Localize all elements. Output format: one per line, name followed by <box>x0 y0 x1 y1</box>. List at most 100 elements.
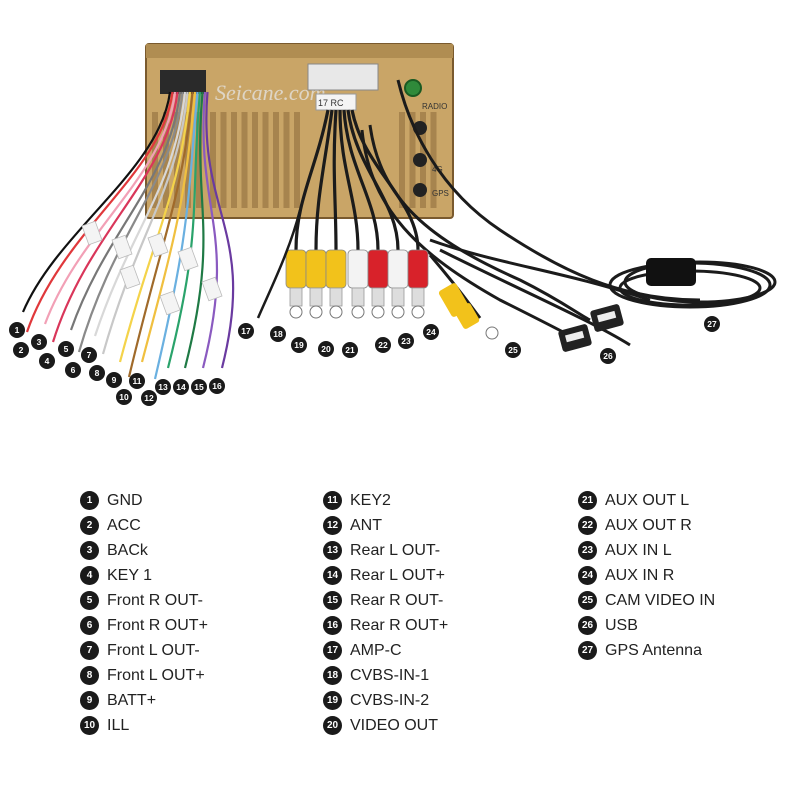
svg-text:14: 14 <box>176 382 186 392</box>
legend-label: Rear R OUT+ <box>350 616 449 634</box>
callout-26: 26 <box>600 348 616 364</box>
harness-wires <box>21 91 235 380</box>
legend-number-badge: 4 <box>80 566 99 585</box>
rca-plug-hole <box>391 305 405 319</box>
rca-plug-hole <box>329 305 343 319</box>
legend-number-badge: 9 <box>80 691 99 710</box>
callout-21: 21 <box>342 342 358 358</box>
legend-number-badge: 6 <box>80 616 99 635</box>
legend-number-badge: 7 <box>80 641 99 660</box>
callout-2: 2 <box>13 342 29 358</box>
legend-number-badge: 5 <box>80 591 99 610</box>
legend-number-badge: 22 <box>578 516 597 535</box>
legend-number-badge: 8 <box>80 666 99 685</box>
legend-label: Front L OUT- <box>107 641 200 659</box>
legend-label: GND <box>107 491 143 509</box>
legend-item: 7 Front L OUT- <box>80 638 208 663</box>
harness-wire-2 <box>25 91 174 333</box>
rca-plug-tip <box>411 287 425 307</box>
legend-label: GPS Antenna <box>605 641 702 659</box>
callout-6: 6 <box>65 362 81 378</box>
harness-wire-5 <box>69 91 182 331</box>
harness-wire-7 <box>93 91 187 337</box>
callout-5: 5 <box>58 341 74 357</box>
legend-number-badge: 15 <box>323 591 342 610</box>
watermark-text: Seicane.com <box>215 80 326 105</box>
legend-label: Rear L OUT+ <box>350 566 445 584</box>
rca-cable-5 <box>342 109 380 251</box>
legend-label: USB <box>605 616 638 634</box>
rca-plug-tip <box>391 287 405 307</box>
harness-wire-14 <box>183 91 205 369</box>
svg-text:12: 12 <box>144 393 154 403</box>
rca-plug-3 <box>325 249 347 289</box>
callout-1: 1 <box>9 322 25 338</box>
rca-plug-1 <box>285 249 307 289</box>
rca-plug-5 <box>367 249 389 289</box>
callout-8: 8 <box>89 365 105 381</box>
legend-label: Front R OUT- <box>107 591 204 609</box>
legend-number-badge: 12 <box>323 516 342 535</box>
wiring-diagram: Seicane.com 17 RC RADIO 4G GPS <box>9 43 777 406</box>
legend-label: BATT+ <box>107 691 157 709</box>
harness-wire-3 <box>43 91 177 325</box>
rca-plug-hole <box>289 305 303 319</box>
legend-number-badge: 25 <box>578 591 597 610</box>
rca-plug-hole <box>351 305 365 319</box>
legend-item: 26 USB <box>578 613 715 638</box>
rca-plug-tip <box>309 287 323 307</box>
legend-label: ILL <box>107 716 130 734</box>
callout-7: 7 <box>81 347 97 363</box>
svg-text:7: 7 <box>87 350 92 360</box>
svg-text:8: 8 <box>95 368 100 378</box>
gps-antenna-socket <box>404 79 422 97</box>
svg-text:1: 1 <box>15 325 20 335</box>
legend-number-badge: 19 <box>323 691 342 710</box>
port-4g <box>413 153 427 167</box>
wire-tag <box>201 276 223 302</box>
legend-item: 5 Front R OUT- <box>80 588 208 613</box>
rca-cable-7 <box>350 109 420 251</box>
svg-text:4: 4 <box>45 356 50 366</box>
svg-text:5: 5 <box>64 344 69 354</box>
callout-20: 20 <box>318 341 334 357</box>
harness-wire-15 <box>201 91 219 369</box>
legend-number-badge: 26 <box>578 616 597 635</box>
harness-wire-13 <box>166 91 202 369</box>
legend-item: 9 BATT+ <box>80 688 208 713</box>
legend-number-badge: 17 <box>323 641 342 660</box>
wire-tag <box>119 264 141 290</box>
rca-plug-hole <box>309 305 323 319</box>
callout-11: 11 <box>129 373 145 389</box>
legend-label: AUX IN R <box>605 566 675 584</box>
legend-label: Rear R OUT- <box>350 591 444 609</box>
rca-plug-tip <box>351 287 365 307</box>
callout-17: 17 <box>238 323 254 339</box>
svg-text:19: 19 <box>294 340 304 350</box>
legend-label: AUX OUT L <box>605 491 690 509</box>
rca-plug-6 <box>387 249 409 289</box>
legend-label: AUX IN L <box>605 541 672 559</box>
svg-text:22: 22 <box>378 340 388 350</box>
rca-plug-hole <box>371 305 385 319</box>
usb-connectors <box>558 304 624 352</box>
callout-15: 15 <box>191 379 207 395</box>
svg-text:17: 17 <box>241 326 251 336</box>
